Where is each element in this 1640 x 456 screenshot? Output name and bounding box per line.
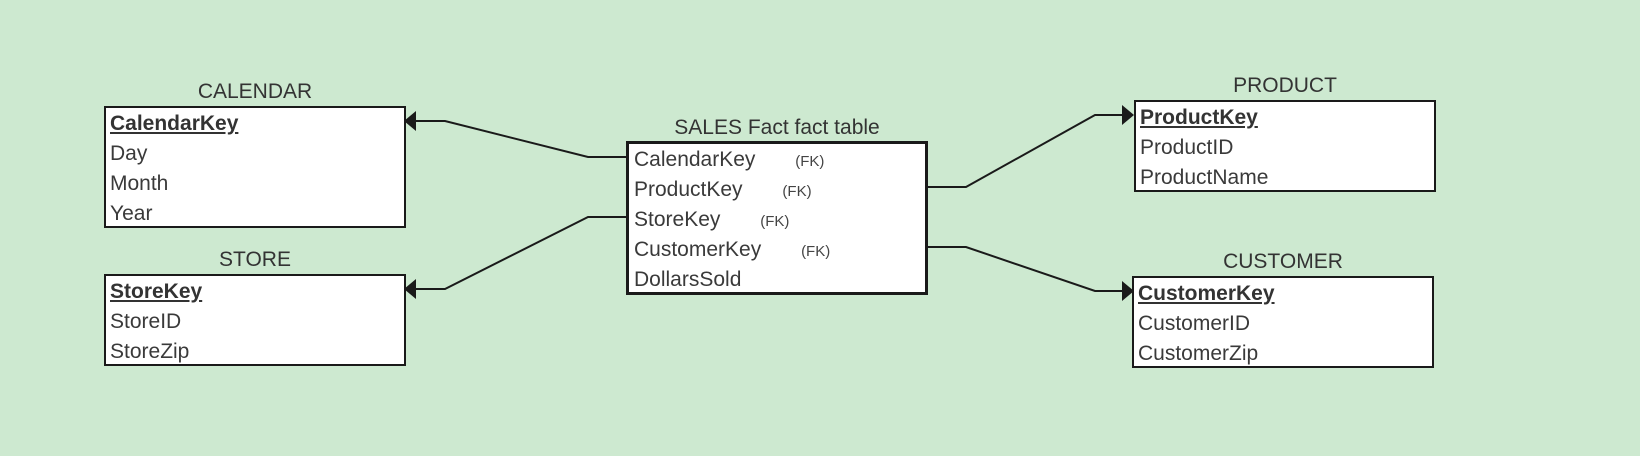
- primary-key-field: CalendarKey: [110, 112, 239, 135]
- fact-field-dollarssold: DollarsSold: [634, 265, 920, 295]
- fact-field-customerkey: CustomerKey (FK): [634, 235, 920, 265]
- arrowhead-customer: [1122, 281, 1134, 301]
- primary-key-field: CustomerKey: [1138, 282, 1275, 305]
- field: CustomerZip: [1138, 342, 1259, 365]
- field: Month: [110, 172, 169, 195]
- fact-field-storekey: StoreKey (FK): [634, 205, 920, 235]
- field: StoreID: [110, 310, 182, 333]
- field: ProductName: [1140, 166, 1269, 189]
- field: CustomerID: [1138, 312, 1251, 335]
- entity-box: StoreKey StoreID StoreZip: [104, 274, 406, 366]
- fk-tag: (FK): [782, 183, 812, 200]
- fk-tag: (FK): [801, 243, 831, 260]
- entity-title: SALES Fact fact table: [674, 116, 880, 139]
- fk-tag: (FK): [795, 153, 825, 170]
- entity-box: CustomerKey CustomerID CustomerZip: [1132, 276, 1434, 368]
- field-name: CalendarKey: [634, 148, 756, 171]
- field: ProductID: [1140, 136, 1234, 159]
- entity-box: ProductKey ProductID ProductName: [1134, 100, 1436, 192]
- field: Year: [110, 202, 153, 225]
- primary-key-field: ProductKey: [1140, 106, 1258, 129]
- fact-field-productkey: ProductKey (FK): [634, 175, 920, 205]
- entity-title: PRODUCT: [1233, 74, 1337, 97]
- connector-customer: [928, 246, 1130, 292]
- field: Day: [110, 142, 148, 165]
- field: StoreZip: [110, 340, 190, 363]
- field-name: ProductKey: [634, 178, 743, 201]
- entity-title: STORE: [219, 248, 291, 271]
- connector-product: [928, 114, 1130, 188]
- arrowhead-store: [404, 279, 416, 299]
- entity-title: CALENDAR: [197, 80, 313, 103]
- entity-box: CalendarKey (FK) ProductKey (FK) StoreKe…: [626, 141, 928, 295]
- connector-store: [410, 216, 627, 290]
- field-name: DollarsSold: [634, 268, 742, 291]
- fact-field-calendarkey: CalendarKey (FK): [634, 145, 920, 175]
- primary-key-field: StoreKey: [110, 280, 203, 303]
- arrowhead-calendar: [404, 111, 416, 131]
- field-name: StoreKey: [634, 208, 721, 231]
- entity-title: CUSTOMER: [1223, 250, 1343, 273]
- arrowhead-product: [1122, 105, 1134, 125]
- field-name: CustomerKey: [634, 238, 762, 261]
- entity-box: CalendarKey Day Month Year: [104, 106, 406, 228]
- fk-tag: (FK): [760, 213, 790, 230]
- connector-calendar: [410, 120, 627, 158]
